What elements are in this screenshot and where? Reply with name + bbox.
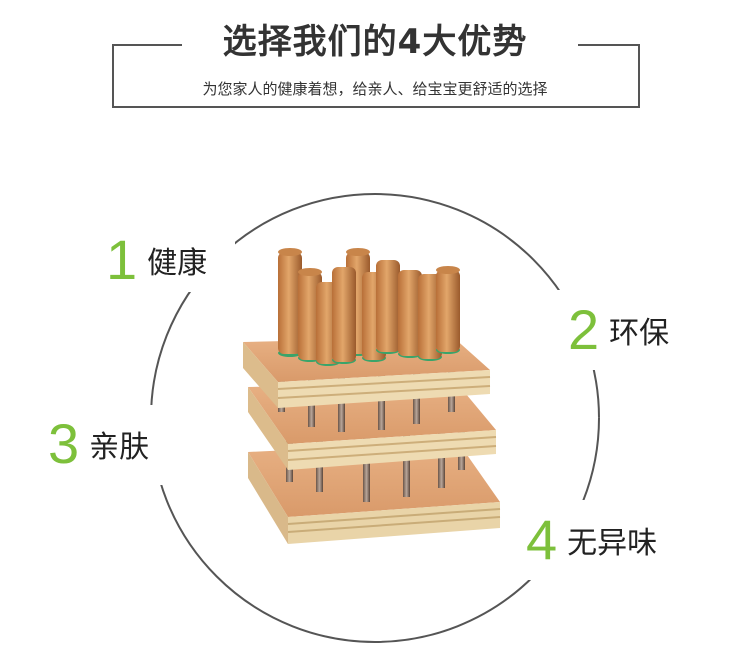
frame-line-bottom [112, 106, 640, 108]
header: 选择我们的4大优势 为您家人的健康着想，给亲人、给宝宝更舒适的选择 [0, 0, 750, 120]
feature-label: 健康 [147, 246, 208, 281]
wooden-pegs [278, 248, 460, 366]
feature-label: 无异味 [567, 526, 658, 561]
feature-number: 2 [568, 298, 600, 361]
frame-line-left [112, 44, 114, 108]
page-title: 选择我们的4大优势 [0, 14, 750, 63]
feature-label: 亲肤 [89, 430, 150, 465]
feature-4: 4 无异味 [526, 512, 657, 568]
frame-line-right [638, 44, 640, 108]
feature-number: 1 [106, 228, 138, 291]
feature-3: 3 亲肤 [48, 416, 149, 472]
frame-line-top-right [578, 44, 640, 46]
product-image [243, 248, 501, 544]
frame-line-top-left [112, 44, 182, 46]
page-subtitle: 为您家人的健康着想，给亲人、给宝宝更舒适的选择 [202, 80, 548, 98]
feature-2: 2 环保 [568, 302, 669, 358]
feature-label: 环保 [609, 316, 670, 351]
feature-1: 1 健康 [106, 232, 207, 288]
feature-number: 4 [526, 508, 558, 571]
feature-number: 3 [48, 412, 80, 475]
